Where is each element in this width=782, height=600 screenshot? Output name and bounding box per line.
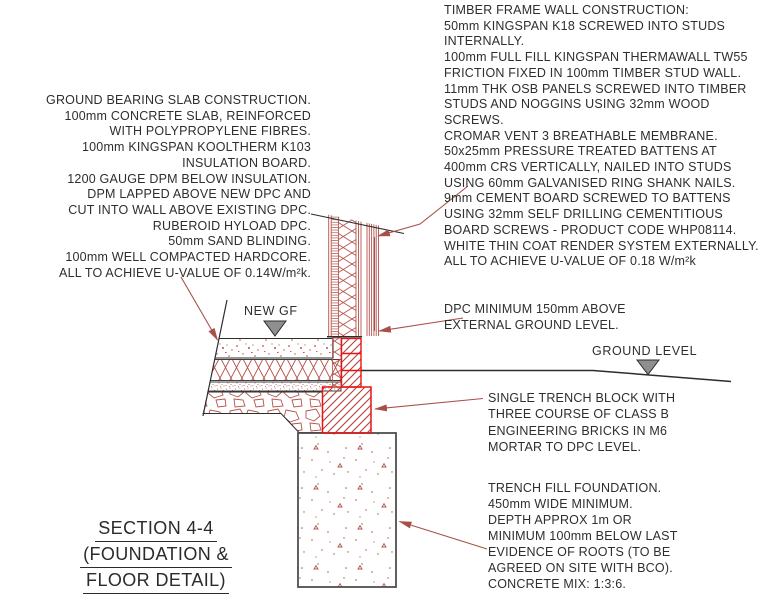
section-title-line3: FLOOR DETAIL) bbox=[83, 568, 229, 594]
section-title-line1: SECTION 4-4 bbox=[95, 516, 217, 542]
ground-level-label: GROUND LEVEL bbox=[592, 344, 698, 358]
perimeter-insulation bbox=[332, 337, 342, 388]
engineering-brick-courses bbox=[340, 337, 362, 388]
break-mask bbox=[138, 296, 229, 420]
wall-cut-leader-line bbox=[310, 213, 405, 235]
leader-trench-block-note bbox=[374, 397, 484, 412]
leader-wall-note bbox=[377, 185, 469, 237]
note-dpc-minimum: DPC MINIMUM 150mm ABOVE EXTERNAL GROUND … bbox=[444, 302, 626, 332]
leader-dpc-note bbox=[378, 317, 464, 333]
ground-line bbox=[361, 369, 732, 383]
note-timber-frame-wall: TIMBER FRAME WALL CONSTRUCTION: 50mm KIN… bbox=[444, 3, 759, 269]
break-line bbox=[202, 299, 228, 417]
section-title-line2: (FOUNDATION & bbox=[80, 542, 232, 568]
leader-lines bbox=[180, 185, 488, 550]
note-trench-block: SINGLE TRENCH BLOCK WITH THREE COURSE OF… bbox=[488, 391, 676, 455]
note-ground-bearing-slab: GROUND BEARING SLAB CONSTRUCTION. 100mm … bbox=[46, 93, 311, 280]
internal-insulated-lining bbox=[331, 205, 339, 336]
section-title: SECTION 4-4 (FOUNDATION & FLOOR DETAIL) bbox=[56, 516, 256, 594]
trench-block bbox=[321, 386, 372, 434]
timber-frame-wall bbox=[328, 205, 379, 336]
leader-foundation-note bbox=[398, 520, 488, 550]
trench-fill-foundation bbox=[297, 432, 397, 588]
new-gf-label: NEW GF bbox=[244, 304, 298, 318]
stud-wall-insulation bbox=[338, 205, 356, 336]
ground-level-marker bbox=[635, 359, 661, 376]
floor-buildup bbox=[138, 296, 342, 433]
new-gf-level-marker bbox=[263, 320, 287, 337]
leader-slab-note bbox=[180, 276, 219, 341]
note-trench-fill-foundation: TRENCH FILL FOUNDATION. 450mm WIDE MINIM… bbox=[488, 481, 678, 591]
